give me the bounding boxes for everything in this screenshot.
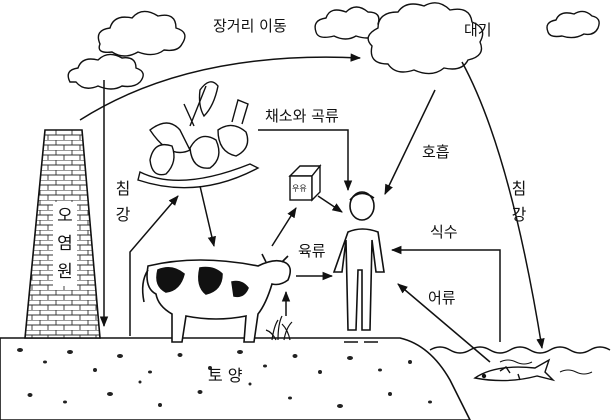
arrow-vegetables-to-person xyxy=(258,129,353,192)
label-vegetables-grains: 채소와 곡류 xyxy=(265,107,339,125)
arrow-milk-to-person xyxy=(317,195,343,213)
arrow-cow-to-milk xyxy=(271,207,297,247)
arrow-respiration xyxy=(384,89,436,195)
arrow-soil-to-vegetables xyxy=(129,195,179,336)
cloud-right xyxy=(546,10,600,39)
arrow-deposition-right xyxy=(461,61,545,350)
label-soil: 토 양 xyxy=(208,366,243,385)
vegetables-grains-icon xyxy=(137,81,260,189)
arrow-vegetables-to-cow xyxy=(199,185,216,248)
label-fish: 어류 xyxy=(428,289,456,307)
label-drinking-water: 식수 xyxy=(430,223,458,241)
soil-speckles xyxy=(17,348,432,408)
label-respiration: 호흡 xyxy=(422,143,450,161)
grass-icon xyxy=(265,315,293,341)
arrow-fish-to-person xyxy=(397,283,491,363)
arrow-drinking-water xyxy=(390,245,501,342)
cloud-atmosphere xyxy=(367,2,484,75)
cloud-left-top xyxy=(97,10,186,57)
fish-icon xyxy=(473,358,556,382)
label-milk: 우유 xyxy=(292,184,307,193)
label-atmosphere: 대기 xyxy=(464,21,492,39)
soil-ground xyxy=(0,337,471,420)
milk-carton-icon xyxy=(288,164,322,202)
water xyxy=(429,346,611,375)
cow-icon xyxy=(141,253,292,343)
person-icon xyxy=(332,191,385,343)
arrow-long-range-transport xyxy=(79,53,362,121)
label-meat: 육류 xyxy=(298,242,326,260)
flow-arrows xyxy=(79,53,545,363)
cloud-left-bottom xyxy=(67,53,144,90)
label-long-range-transport: 장거리 이동 xyxy=(213,17,287,35)
